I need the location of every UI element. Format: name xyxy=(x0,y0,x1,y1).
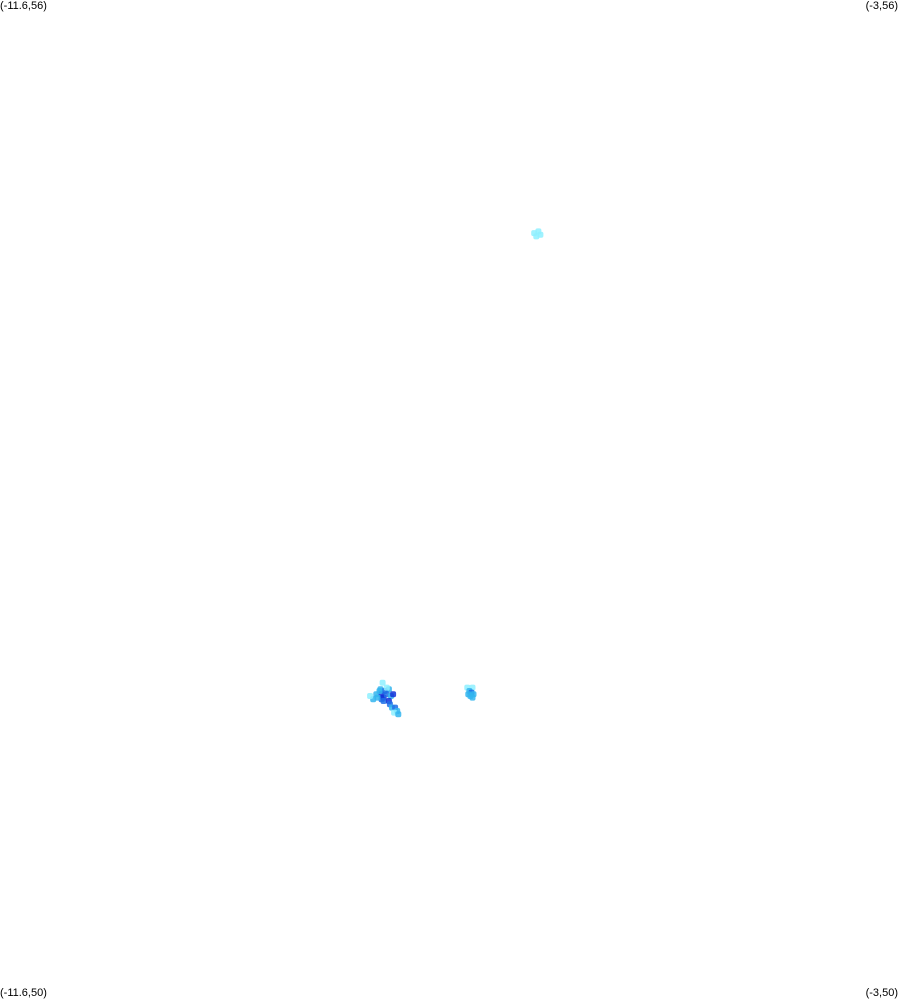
density-point xyxy=(395,711,402,718)
density-point xyxy=(383,684,390,691)
density-point xyxy=(469,694,476,701)
density-point xyxy=(367,693,374,699)
density-point xyxy=(376,688,383,694)
density-point xyxy=(380,698,387,704)
corner-label-top-left: (-11.6,56) xyxy=(0,0,47,12)
density-point xyxy=(537,231,544,238)
corner-label-top-right: (-3,56) xyxy=(865,0,898,12)
corner-label-bottom-left: (-11.6,50) xyxy=(0,987,47,999)
density-point xyxy=(379,679,386,686)
density-point xyxy=(390,691,397,698)
corner-label-bottom-right: (-3,50) xyxy=(865,987,898,999)
